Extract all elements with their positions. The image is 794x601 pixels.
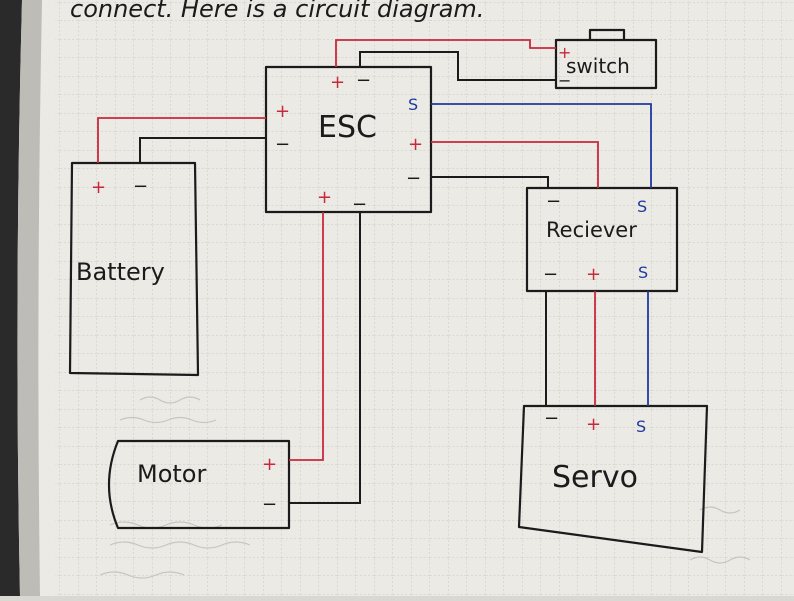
esc-pin-neg-right: −	[406, 168, 421, 189]
header-text: connect. Here is a circuit diagram.	[70, 0, 484, 23]
receiver-pin-pos-bottom: +	[586, 264, 601, 285]
receiver-pin-neg-bottom: −	[543, 264, 558, 285]
motor-pin-neg: −	[262, 494, 277, 515]
servo-box	[517, 404, 709, 554]
receiver-pin-sig-bottom: S	[638, 263, 648, 282]
wire-esc-pos-to-switch	[335, 39, 556, 67]
switch-label: switch	[566, 54, 630, 78]
battery-box	[68, 161, 200, 377]
wire-esc-neg-to-receiver	[431, 176, 549, 188]
receiver-box	[525, 186, 679, 293]
esc-pin-pos-top: +	[330, 72, 345, 93]
esc-label: ESC	[318, 110, 377, 145]
bleed-through-scribbles	[99, 396, 751, 579]
battery-pin-neg: −	[133, 176, 148, 197]
servo-label: Servo	[552, 460, 638, 495]
paper-grid	[55, 0, 794, 596]
motor-pin-pos: +	[262, 454, 277, 475]
wire-esc-pos-to-receiver	[431, 141, 599, 188]
receiver-label: Reciever	[546, 218, 637, 242]
esc-pin-sig: S	[408, 95, 418, 114]
servo-pin-pos: +	[586, 414, 601, 435]
wire-motor-neg-to-esc	[289, 212, 361, 504]
wire-esc-neg-to-switch	[359, 51, 556, 81]
wire-esc-pos-to-motor	[289, 212, 324, 461]
switch-box	[554, 28, 658, 90]
esc-pin-pos-left: +	[275, 101, 290, 122]
wire-battery-neg-to-esc	[139, 137, 266, 163]
wire-esc-sig-to-receiver	[431, 103, 652, 188]
esc-pin-neg-left: −	[275, 134, 290, 155]
servo-pin-neg: −	[544, 408, 559, 429]
switch-pin-neg: −	[558, 71, 571, 90]
receiver-pin-sig-top: S	[637, 197, 647, 216]
page-edge-shadow	[0, 0, 22, 596]
esc-box	[264, 65, 433, 214]
switch-pin-pos: +	[558, 43, 571, 62]
esc-pin-pos-bottom: +	[317, 187, 332, 208]
servo-pin-sig: S	[636, 417, 646, 436]
battery-pin-pos: +	[91, 177, 106, 198]
page-edge	[17, 0, 42, 596]
esc-pin-neg-bottom: −	[352, 194, 367, 215]
motor-box	[107, 439, 291, 530]
battery-label: Battery	[76, 258, 165, 286]
esc-pin-neg-top: −	[356, 70, 371, 91]
motor-label: Motor	[137, 460, 206, 488]
wire-battery-pos-to-esc	[97, 117, 266, 163]
esc-pin-pos-right: +	[408, 134, 423, 155]
receiver-pin-neg-top: −	[546, 191, 561, 212]
